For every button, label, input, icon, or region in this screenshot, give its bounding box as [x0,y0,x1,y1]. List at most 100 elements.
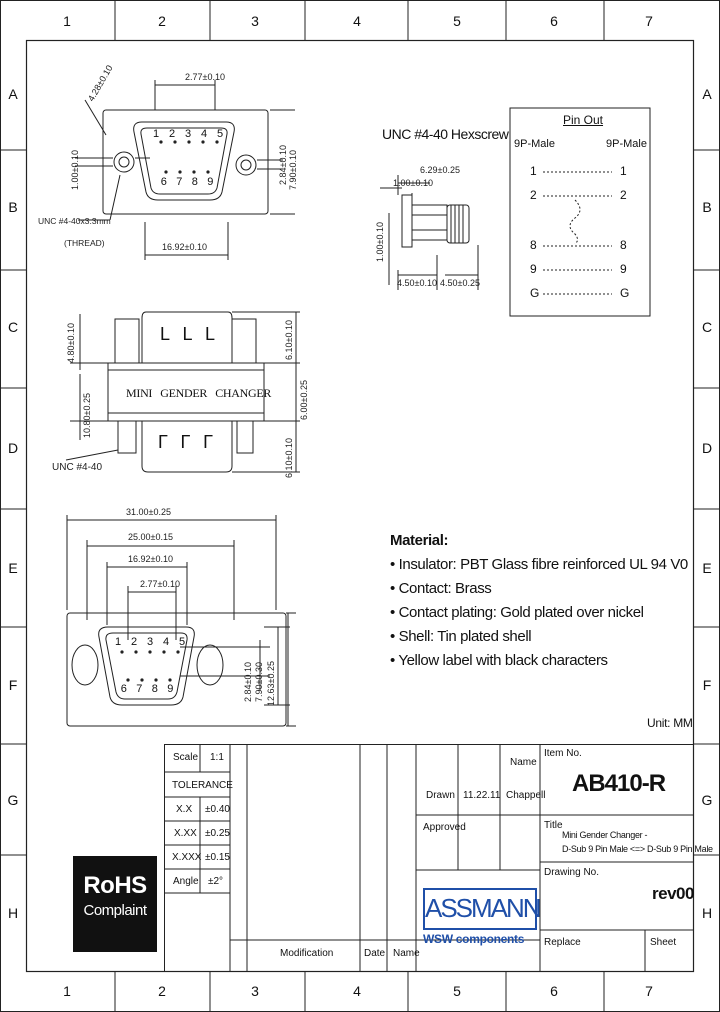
modification-label: Modification [280,948,334,959]
col-label-7-bottom: 7 [645,983,653,999]
col-label-6-bottom: 6 [550,983,558,999]
rohs-title: RoHS [83,872,147,899]
pinout-left-header: 9P-Male [514,138,555,150]
col-label-2: 2 [158,13,166,29]
title-line2: D-Sub 9 Pin Male <=> D-Sub 9 Pin Male [562,844,713,854]
name-label: Name [510,757,537,768]
row-label-a: A [8,86,18,102]
scale-label: Scale [173,752,199,763]
row-label-f: F [8,677,18,693]
front-pin-numbers-top: 1 2 3 4 5 [110,636,190,648]
dim-d11: 4.50±0.25 [440,278,480,288]
pin-glyph: L [160,324,171,344]
material-text: Contact: Brass [398,580,492,597]
pinout-right-g: G [620,286,630,300]
col-label-6: 6 [550,13,558,29]
pin-label: 6 [120,683,127,695]
replace-label: Replace [544,937,581,948]
material-heading: Material: [390,532,449,549]
pin-label: 1 [152,128,160,140]
material-item: • Contact: Brass [390,580,492,597]
pin-label: 5 [216,128,224,140]
item-label: Item No. [544,748,582,759]
pin-label: 2 [168,128,176,140]
drawn-label: Drawn [426,790,455,801]
unit-label: Unit: MM [647,716,693,730]
row-label-h-right: H [701,905,713,921]
pin-glyph: Γ [158,432,168,452]
rohs-subtitle: Complaint [83,902,147,919]
tol-val-1: ±0.40 [205,804,230,815]
pin-label: 9 [167,683,174,695]
drawing-no-label: Drawing No. [544,867,600,878]
pinout-right-header: 9P-Male [606,138,647,150]
tol-key-3: X.XXX [172,852,202,863]
pinout-right-8: 8 [620,238,627,252]
row-label-b-right: B [702,199,712,215]
title-line1: Mini Gender Changer - [562,830,648,840]
dim-d7: 6.29±0.25 [420,165,460,175]
dim-d4: 16.92±0.10 [162,242,207,252]
row-label-g: G [7,792,19,808]
pinout-right-1: 1 [620,164,627,178]
col-label-2-bottom: 2 [158,983,166,999]
row-label-e-right: E [702,560,712,576]
material-item: • Contact plating: Gold plated over nick… [390,604,644,621]
pin-label: 5 [178,636,186,648]
pinout-left-1: 1 [530,164,537,178]
col-label-4-bottom: 4 [353,983,361,999]
tol-val-3: ±0.15 [205,852,230,863]
pinout-left-8: 8 [530,238,537,252]
unc-hexscrew-label: UNC #4-40 Hexscrew [382,126,509,142]
row-label-c: C [7,319,19,335]
col-label-5: 5 [453,13,461,29]
row-label-f-right: F [702,677,712,693]
drawn-date: 11.22.11 [463,790,501,801]
approved-label: Approved [423,822,466,833]
col-label-7: 7 [645,13,653,29]
pinout-left-g: G [530,286,540,300]
pin-numbers-top: 1 2 3 4 5 [148,128,228,140]
row-label-h: H [7,905,19,921]
assmann-logo-subtext: WSW components [423,932,525,946]
material-text: Shell: Tin plated shell [398,628,532,645]
col-label-1-bottom: 1 [63,983,71,999]
pin-label: 3 [146,636,154,648]
date-label: Date [364,948,386,959]
row-label-a-right: A [702,86,712,102]
pin-label: 4 [200,128,208,140]
tolerance-label: TOLERANCE [172,780,233,791]
assmann-logo: ASSMANN WSW components [423,888,542,946]
label-text: MINI GENDER CHANGER [126,386,272,400]
col-label-5-bottom: 5 [453,983,461,999]
scale-value: 1:1 [210,752,224,763]
pin-label: 9 [207,176,214,188]
pinout-left-9: 9 [530,262,537,276]
unc-thread-line2: (THREAD) [64,238,105,248]
item-number: AB410-R [572,770,666,797]
pin-glyph: Γ [180,432,191,452]
pin-label: 8 [151,683,158,695]
sheet-label: Sheet [650,937,677,948]
pin-numbers-bottom: 6 7 8 9 [156,176,218,188]
dim-d18: 25.00±0.15 [128,532,173,542]
material-item: • Yellow label with black characters [390,652,608,669]
material-item: • Insulator: PBT Glass fibre reinforced … [390,556,688,573]
row-label-e: E [8,560,18,576]
material-text: Insulator: PBT Glass fibre reinforced UL… [398,556,689,573]
rohs-badge: RoHS Complaint [73,856,157,952]
material-text: Contact plating: Gold plated over nickel [398,604,644,621]
row-label-c-right: C [701,319,713,335]
dim-d1: 2.77±0.10 [185,72,225,82]
assmann-logo-text: ASSMANN [423,888,542,930]
unc-side-label: UNC #4-40 [52,462,103,473]
pin-label: 1 [114,636,122,648]
dim-d17: 31.00±0.25 [126,507,171,517]
dim-d10: 4.50±0.10 [397,278,437,288]
pin-label: 7 [176,176,183,188]
pin-label: 2 [130,636,138,648]
revision: rev00 [652,884,694,903]
material-text: Yellow label with black characters [398,652,608,669]
front-pin-numbers-bottom: 6 7 8 9 [116,683,178,695]
row-label-g-right: G [701,792,713,808]
